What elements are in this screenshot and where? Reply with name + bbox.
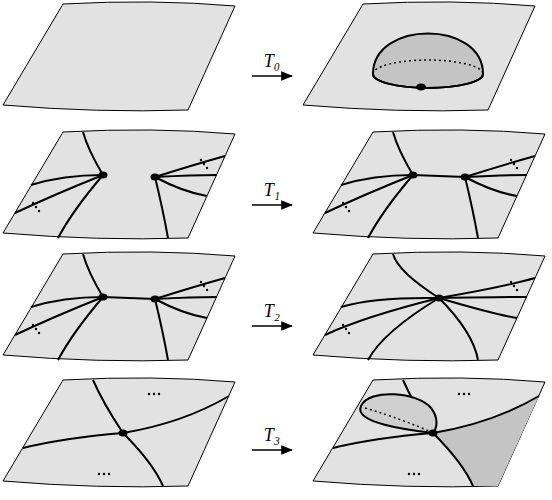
surface-after xyxy=(303,2,535,111)
surface-stroke xyxy=(99,294,108,301)
surface-stroke xyxy=(433,396,539,486)
surface-stroke xyxy=(373,74,483,88)
surface-stroke xyxy=(23,380,229,486)
surface-before xyxy=(3,130,235,239)
surface-stroke xyxy=(373,60,483,74)
surface-stroke xyxy=(151,174,160,181)
surface-stroke xyxy=(325,254,535,360)
surface-stroke xyxy=(313,378,545,487)
surface-stroke xyxy=(3,130,235,239)
surface-stroke xyxy=(365,408,433,433)
surface-stroke xyxy=(3,378,235,487)
surface-stroke xyxy=(333,380,539,486)
move-label: T₀ xyxy=(264,52,280,70)
surface-stroke xyxy=(413,175,465,177)
surface-after xyxy=(313,378,545,487)
surface-stroke xyxy=(360,394,436,433)
surface-stroke xyxy=(373,34,483,89)
move-arrow xyxy=(252,204,292,206)
surface-after xyxy=(313,130,545,239)
surface-stroke xyxy=(151,296,160,303)
surface-before xyxy=(3,252,235,361)
surface-stroke xyxy=(155,156,225,238)
surface-stroke xyxy=(461,174,470,181)
move-label: T₁ xyxy=(264,181,280,199)
surface-stroke xyxy=(103,297,155,299)
surface-stroke xyxy=(99,172,108,179)
surface-stroke xyxy=(155,278,225,360)
move-label: T₂ xyxy=(264,302,280,320)
surface-stroke xyxy=(119,430,128,437)
surface-stroke xyxy=(3,252,235,361)
surface-stroke xyxy=(416,84,426,91)
surface-stroke xyxy=(429,430,438,437)
surface-before xyxy=(3,2,235,111)
surface-stroke xyxy=(325,132,413,238)
surface-stroke xyxy=(313,252,545,361)
surface-after xyxy=(313,252,545,361)
surface-stroke xyxy=(409,172,418,179)
surface-stroke xyxy=(3,2,235,111)
surface-stroke xyxy=(313,130,545,239)
surface-stroke xyxy=(303,2,535,111)
move-arrow xyxy=(252,325,292,327)
move-label: T₃ xyxy=(264,426,280,444)
surface-stroke xyxy=(15,254,103,360)
move-arrow xyxy=(252,449,292,451)
surface-stroke xyxy=(15,132,103,238)
surface-stroke xyxy=(465,156,535,238)
move-arrow xyxy=(252,75,292,77)
surface-before xyxy=(3,378,235,487)
